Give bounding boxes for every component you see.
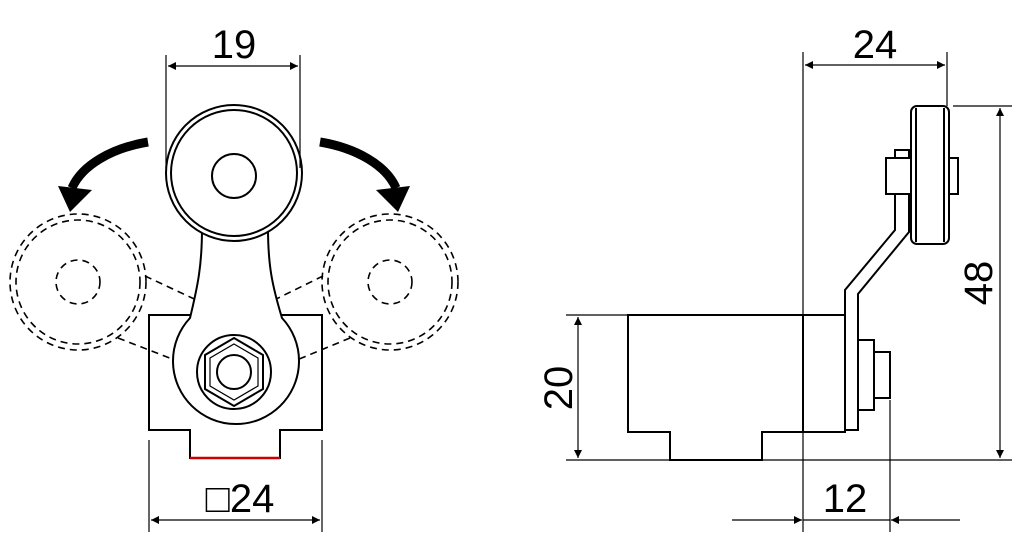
dim-side-width: 24 [853, 23, 898, 67]
right-rotation-arrow [319, 137, 401, 191]
top-roller-hub [211, 153, 257, 199]
dim-base-square: □24 [206, 477, 275, 521]
dim-side-offset: 12 [823, 477, 868, 521]
side-view: 24 48 20 12 [537, 23, 1012, 532]
hex-nut [196, 334, 272, 410]
dim-body-height: 20 [537, 366, 581, 411]
left-ghost-roller [9, 213, 206, 363]
side-body [627, 314, 846, 461]
left-rotation-arrow [67, 137, 149, 191]
dim-roller-width: 19 [212, 23, 257, 67]
top-roller [165, 104, 303, 242]
side-roller [910, 105, 950, 245]
lever-arm [172, 227, 300, 425]
side-bolt-head [857, 339, 875, 411]
front-view: 19 □24 [9, 23, 459, 532]
side-bolt-end [873, 351, 891, 399]
dim-total-height: 48 [957, 261, 1001, 306]
